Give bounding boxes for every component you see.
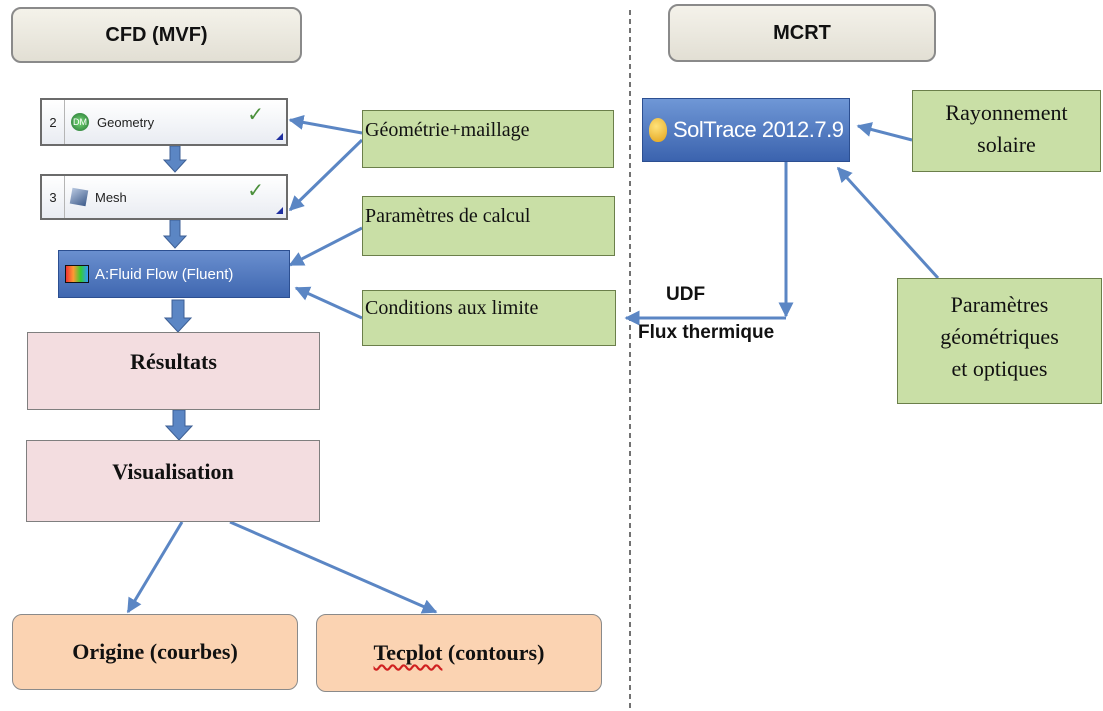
arrow-vis-to-tecplot xyxy=(229,520,438,614)
arrow-solar-to-soltrace xyxy=(856,122,913,142)
mesh-icon xyxy=(69,187,89,207)
box-visualisation: Visualisation xyxy=(26,440,320,522)
soltrace-bulb-icon xyxy=(649,118,667,142)
soltrace-application[interactable]: SolTrace 2012.7.9 xyxy=(642,98,850,162)
arrow-geom-to-mesh xyxy=(288,138,364,212)
cell-number: 3 xyxy=(42,176,65,218)
block-arrow-results-visualisation xyxy=(164,409,194,441)
fluent-label: A:Fluid Flow (Fluent) xyxy=(95,265,234,283)
note-geometric-optical-parameters: Paramètres géométriques et optiques xyxy=(897,278,1102,404)
cell-label: Geometry xyxy=(97,114,155,130)
corner-marker-icon xyxy=(276,133,283,140)
arrow-calc-to-fluent xyxy=(288,226,363,267)
box-tecplot-contours: Tecplot (contours) xyxy=(316,614,602,692)
workbench-geometry-cell[interactable]: 2 DM Geometry ✓ xyxy=(40,98,288,146)
box-results: Résultats xyxy=(27,332,320,410)
geometry-icon: DM xyxy=(71,113,89,131)
arrow-geom-to-geometry xyxy=(288,115,363,135)
checkmark-icon: ✓ xyxy=(247,180,264,202)
label-udf: UDF xyxy=(666,284,706,305)
note-line: solaire xyxy=(977,132,1036,157)
note-calculation-parameters: Paramètres de calcul xyxy=(362,196,615,256)
box-origin-curves: Origine (courbes) xyxy=(12,614,298,690)
header-cfd: CFD (MVF) xyxy=(11,7,302,63)
arrow-params-to-soltrace xyxy=(836,166,940,280)
header-mcrt: MCRT xyxy=(668,4,936,62)
label-heat-flux: Flux thermique xyxy=(638,322,775,343)
cell-label: Mesh xyxy=(95,189,127,205)
tecplot-name: Tecplot xyxy=(373,640,443,665)
block-arrow-fluent-results xyxy=(163,299,193,333)
workbench-mesh-cell[interactable]: 3 Mesh ✓ xyxy=(40,174,288,220)
note-line: et optiques xyxy=(951,356,1048,381)
block-arrow-geometry-mesh xyxy=(162,145,188,173)
note-boundary-conditions: Conditions aux limite xyxy=(362,290,616,346)
note-line: géométriques xyxy=(940,324,1059,349)
cell-number: 2 xyxy=(42,100,65,144)
corner-marker-icon xyxy=(276,207,283,214)
tecplot-suffix: (contours) xyxy=(442,640,545,665)
arrow-vis-to-origin xyxy=(126,521,184,614)
note-solar-radiation: Rayonnement solaire xyxy=(912,90,1101,172)
checkmark-icon: ✓ xyxy=(247,104,264,126)
note-line: Rayonnement xyxy=(945,100,1068,125)
fluent-flow-cell[interactable]: A:Fluid Flow (Fluent) xyxy=(58,250,290,298)
fluent-icon xyxy=(65,265,89,283)
soltrace-label: SolTrace 2012.7.9 xyxy=(673,117,844,142)
note-geometry-meshing: Géométrie+maillage xyxy=(362,110,614,168)
block-arrow-mesh-fluent xyxy=(162,219,188,249)
arrow-boundary-to-fluent xyxy=(294,286,363,320)
note-line: Paramètres xyxy=(950,292,1049,317)
